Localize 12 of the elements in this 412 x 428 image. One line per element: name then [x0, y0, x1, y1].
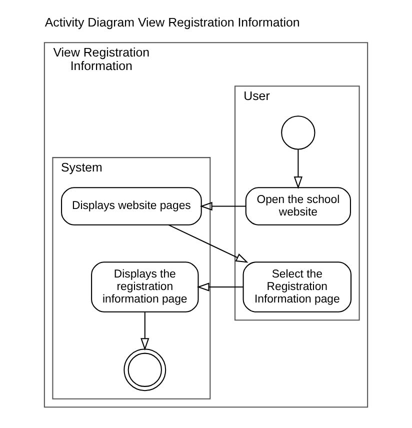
- node-box: Displays website pages: [61, 187, 202, 226]
- arrow: [200, 202, 246, 211]
- node-circle: [124, 348, 166, 392]
- arrow: [140, 312, 150, 351]
- arrow: [294, 150, 303, 189]
- node-box: Select the Registration Information page: [242, 262, 352, 312]
- node-circle: [281, 116, 316, 150]
- node-box: Displays the registration information page: [91, 262, 199, 312]
- diagram-title: Activity Diagram View Registration Information: [44, 16, 300, 30]
- arrow: [196, 282, 244, 292]
- node-box: Open the school website: [245, 187, 351, 226]
- arrow: [168, 224, 248, 263]
